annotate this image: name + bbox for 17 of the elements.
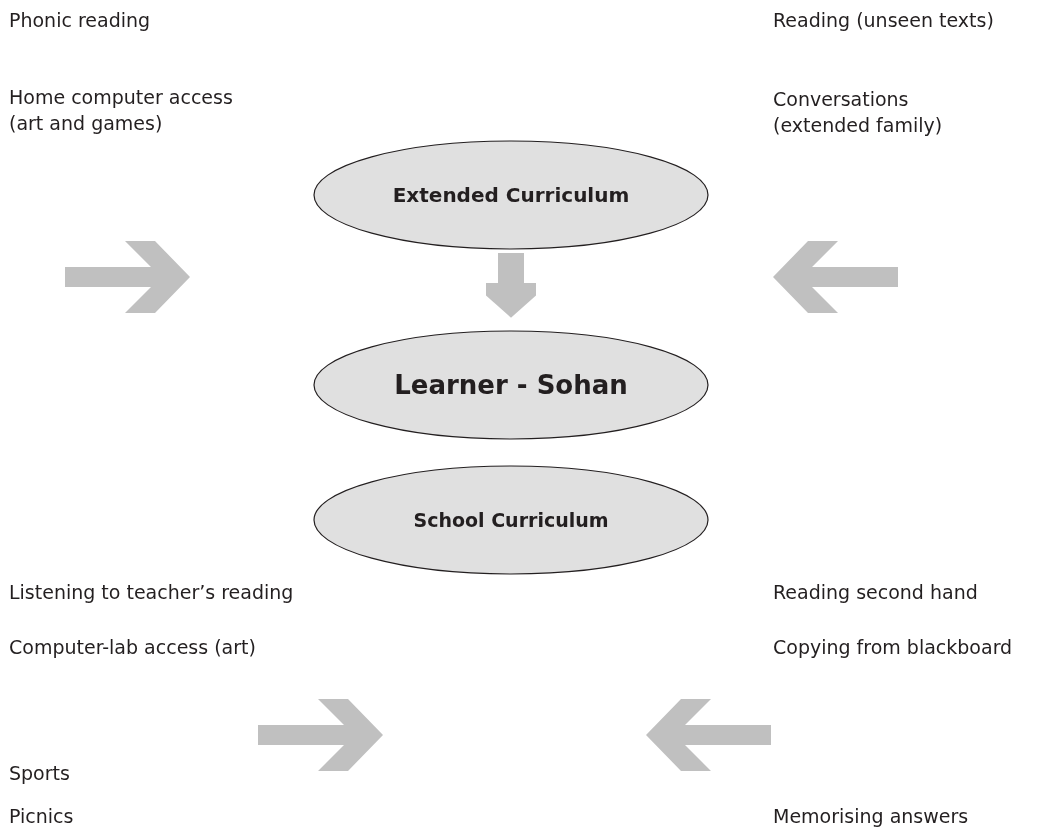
activity-label: Listening to teacher’s reading (9, 580, 294, 605)
activity-label: Conversations (extended family) (773, 87, 944, 138)
activity-label: Home computer access (art and games) (9, 85, 234, 136)
node-title: Learner - Sohan (393, 370, 629, 400)
ellipse-node (313, 140, 709, 250)
activity-label: Memorising answers (773, 804, 969, 829)
activity-label: Reading (unseen texts) (773, 8, 994, 33)
activity-label: Sports (9, 761, 70, 786)
node-title: School Curriculum (412, 509, 610, 531)
activity-label: Reading second hand (773, 580, 978, 605)
activity-label: Phonic reading (9, 8, 151, 33)
ellipse-node (313, 465, 709, 575)
node-title: Extended Curriculum (391, 183, 631, 207)
activity-label: Picnics (9, 804, 74, 829)
activity-label: Copying from blackboard (773, 635, 1013, 660)
ellipse-node (313, 330, 709, 440)
activity-label: Computer-lab access (art) (9, 635, 256, 660)
